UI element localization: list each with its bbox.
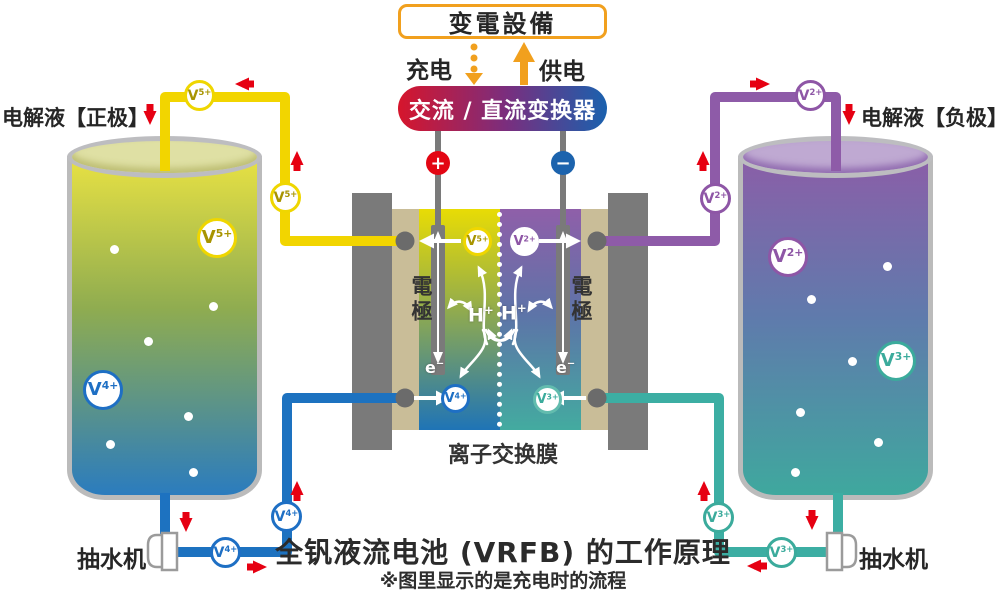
electrode-label-right: 電極 xyxy=(569,275,593,325)
ac-dc-converter: 交流 / 直流变换器 xyxy=(398,86,607,131)
h-plus-right: H+ xyxy=(501,301,527,325)
pipe-purple-v2 xyxy=(595,92,841,246)
diagram-title: 全钒液流电池 (VRFB) 的工作原理 xyxy=(275,536,731,569)
bubble xyxy=(209,302,218,311)
pump-label-right: 抽水机 xyxy=(859,547,928,573)
port-top-left xyxy=(395,231,415,251)
bubble xyxy=(807,295,816,304)
electrolyte-positive-label: 电解液【正极】 xyxy=(2,106,149,130)
pipe-yellow-v5 xyxy=(160,92,404,246)
electrolyte-negative-label: 电解液【负极】 xyxy=(861,106,1000,130)
pump-label-left: 抽水机 xyxy=(77,547,146,573)
left-tank-body xyxy=(67,156,262,500)
charge-label: 充电 xyxy=(406,58,452,84)
bubble xyxy=(189,468,198,477)
bubble xyxy=(874,438,883,447)
electrode-label-left: 電極 xyxy=(409,275,433,325)
substation-label: 变電設備 xyxy=(448,10,557,38)
reaction-arrows xyxy=(447,265,553,379)
diagram-subtitle: ※图里显示的是充电时的流程 xyxy=(379,570,627,592)
pump-right xyxy=(825,531,858,572)
port-bottom-right xyxy=(587,388,607,408)
supply-arrow-solid xyxy=(513,42,535,85)
bubble xyxy=(883,262,892,271)
h-plus-left: H+ xyxy=(468,303,494,327)
minus-sign: − xyxy=(555,152,571,174)
bubble xyxy=(110,245,119,254)
bubble xyxy=(791,468,800,477)
cell-endplate-right xyxy=(608,193,648,450)
cell-endplate-left xyxy=(352,193,392,450)
bubble xyxy=(848,357,857,366)
charge-arrow-dotted xyxy=(465,43,483,85)
bubble xyxy=(796,408,805,417)
bubble xyxy=(106,440,115,449)
pump-left xyxy=(146,531,179,572)
flow-direction-arrows xyxy=(143,77,856,574)
positive-terminal: + xyxy=(426,151,450,175)
membrane-label: 离子交换膜 xyxy=(447,443,558,468)
port-top-right xyxy=(587,231,607,251)
substation-box: 变電設備 xyxy=(398,4,607,39)
supply-label: 供电 xyxy=(539,59,585,85)
bubble xyxy=(144,337,153,346)
port-bottom-left xyxy=(395,388,415,408)
ion-exchange-membrane xyxy=(497,212,502,427)
negative-terminal: − xyxy=(551,151,575,175)
bubble xyxy=(184,412,193,421)
converter-label: 交流 / 直流变换器 xyxy=(408,98,597,124)
electron-label-right: e− xyxy=(556,358,576,377)
right-tank-body xyxy=(738,156,933,500)
electron-label-left: e− xyxy=(425,358,445,377)
plus-sign: + xyxy=(430,152,446,174)
